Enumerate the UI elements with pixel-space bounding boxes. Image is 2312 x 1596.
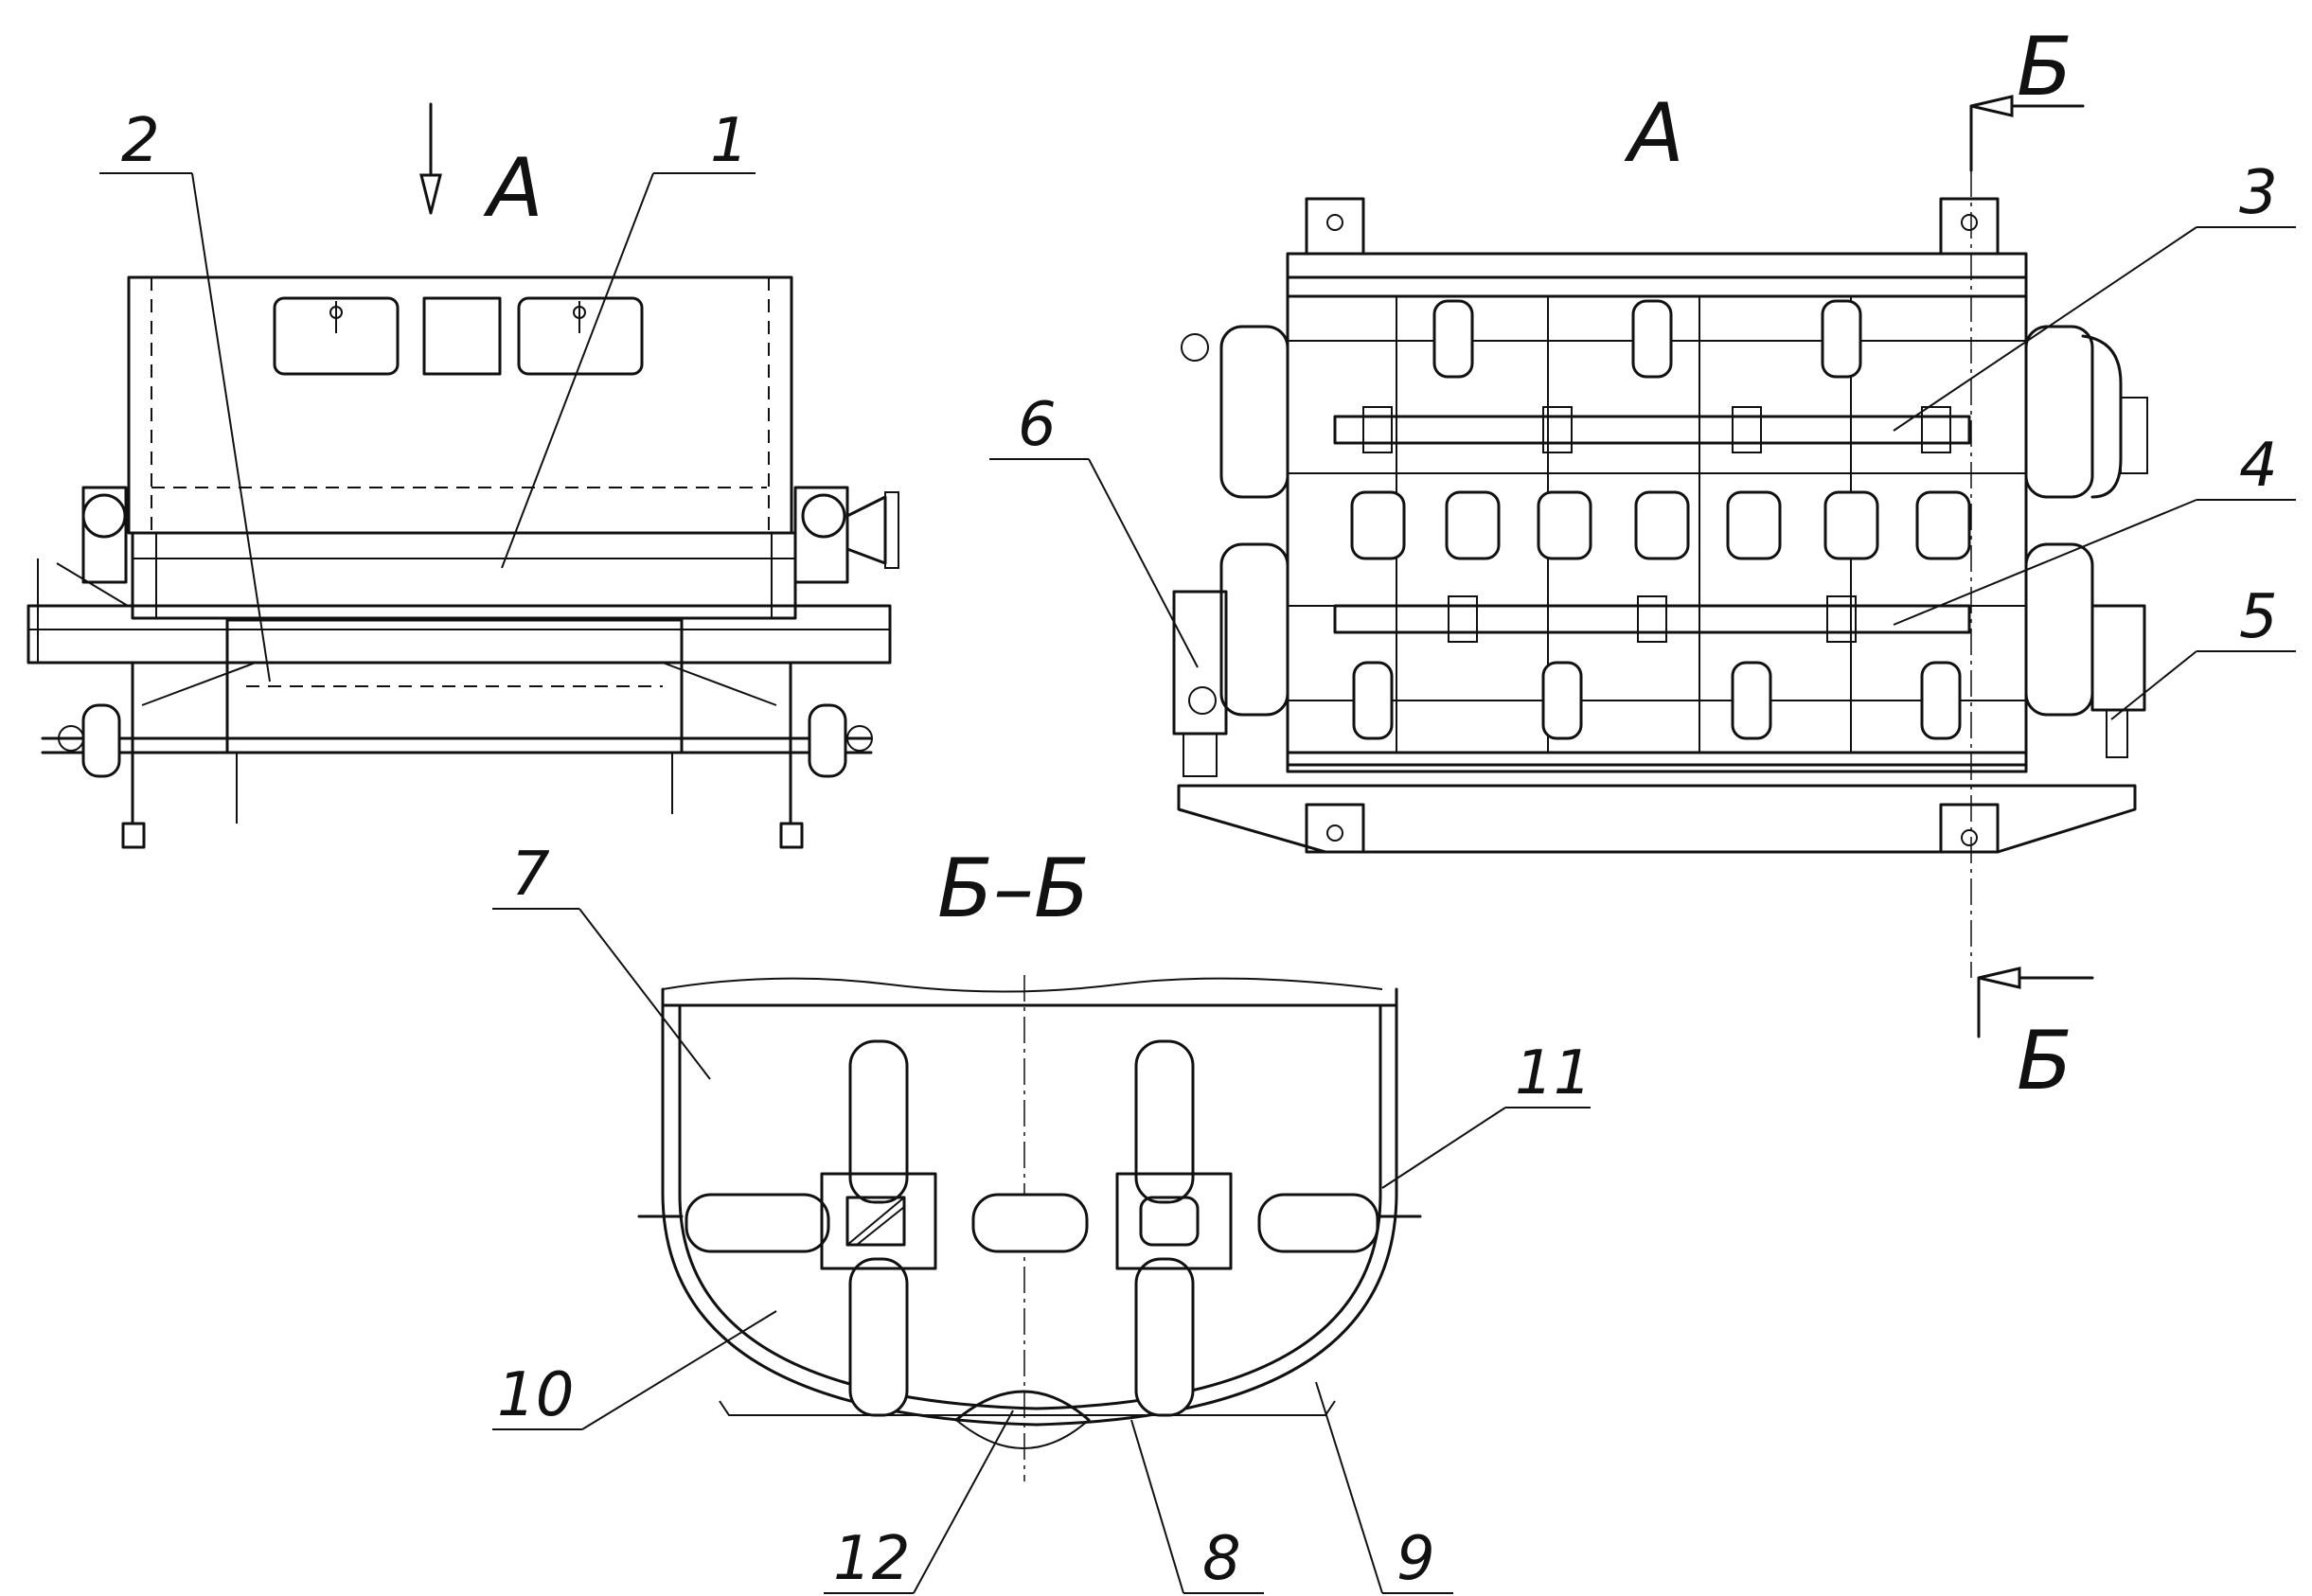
section-title: Б–Б: [937, 842, 1090, 936]
plan-view: [1172, 95, 2148, 1038]
view-label-a-left: А: [483, 141, 543, 236]
callout-9: 9: [1396, 1524, 1435, 1594]
callout-11: 11: [1515, 1038, 1592, 1108]
plan-view-leaders: [989, 226, 2296, 720]
callout-5: 5: [2239, 582, 2278, 652]
callout-7: 7: [511, 840, 550, 910]
callout-1: 1: [710, 106, 749, 176]
callout-3: 3: [2239, 158, 2278, 228]
hatch-middle: [422, 296, 502, 376]
callout-10: 10: [497, 1360, 574, 1430]
callout-8: 8: [1202, 1524, 1241, 1594]
section-mark-bottom: Б: [2017, 1014, 2072, 1108]
view-label-a-right: А: [1624, 86, 1684, 181]
callout-4: 4: [2239, 431, 2278, 501]
section-view: [637, 975, 1422, 1481]
callout-6: 6: [1018, 390, 1057, 460]
section-view-leaders: [492, 908, 1591, 1594]
callout-12: 12: [833, 1524, 910, 1594]
front-view-leaders: [99, 172, 756, 683]
callout-2: 2: [121, 106, 160, 176]
section-mark-top: Б: [2017, 20, 2072, 115]
hatch-right: [517, 296, 644, 376]
hatch-left: [273, 296, 400, 376]
front-view: [27, 102, 899, 849]
